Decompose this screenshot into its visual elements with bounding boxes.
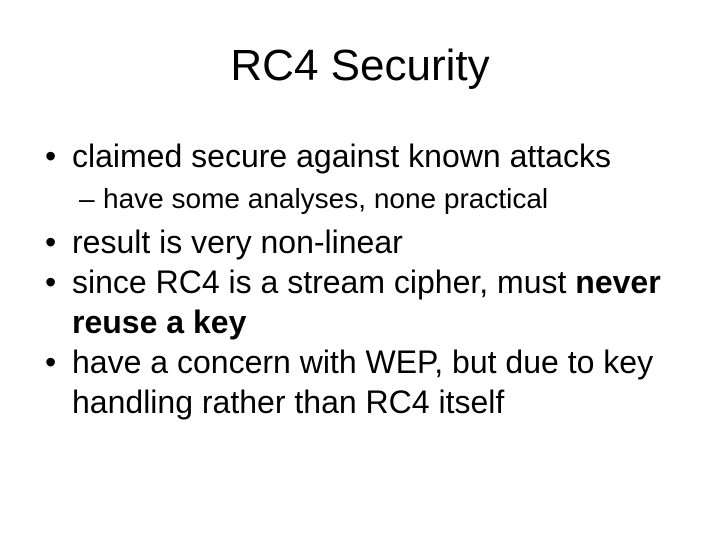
slide-title: RC4 Security xyxy=(230,41,490,90)
dash-marker-icon: – xyxy=(79,183,95,214)
bullet-dot-icon: • xyxy=(45,138,57,174)
bullet-item-claimed-secure: • claimed secure against known attacks xyxy=(0,136,700,176)
sub-bullet-text: have some analyses, none practical xyxy=(103,183,549,214)
bullet-dot-icon: • xyxy=(45,224,57,260)
bullet-text-emphasis: never xyxy=(575,264,661,300)
bullet-text: have a concern with WEP, but due to key xyxy=(72,344,654,380)
bullet-text: result is very non-linear xyxy=(72,224,403,260)
bullet-item-stream-cipher: • since RC4 is a stream cipher, must nev… xyxy=(0,262,700,342)
bullet-text: claimed secure against known attacks xyxy=(72,138,611,174)
bullet-text: since RC4 is a stream cipher, must xyxy=(72,264,576,300)
sub-bullet-item-analyses: – have some analyses, none practical xyxy=(0,179,700,219)
bullet-item-non-linear: • result is very non-linear xyxy=(0,222,700,262)
bullet-dot-icon: • xyxy=(45,344,57,380)
bullet-text-emphasis: reuse a key xyxy=(72,304,247,340)
slide-body: • claimed secure against known attacks –… xyxy=(0,136,700,422)
bullet-dot-icon: • xyxy=(45,264,57,300)
bullet-item-wep-concern: • have a concern with WEP, but due to ke… xyxy=(0,342,700,422)
bullet-text: handling rather than RC4 itself xyxy=(72,384,505,420)
